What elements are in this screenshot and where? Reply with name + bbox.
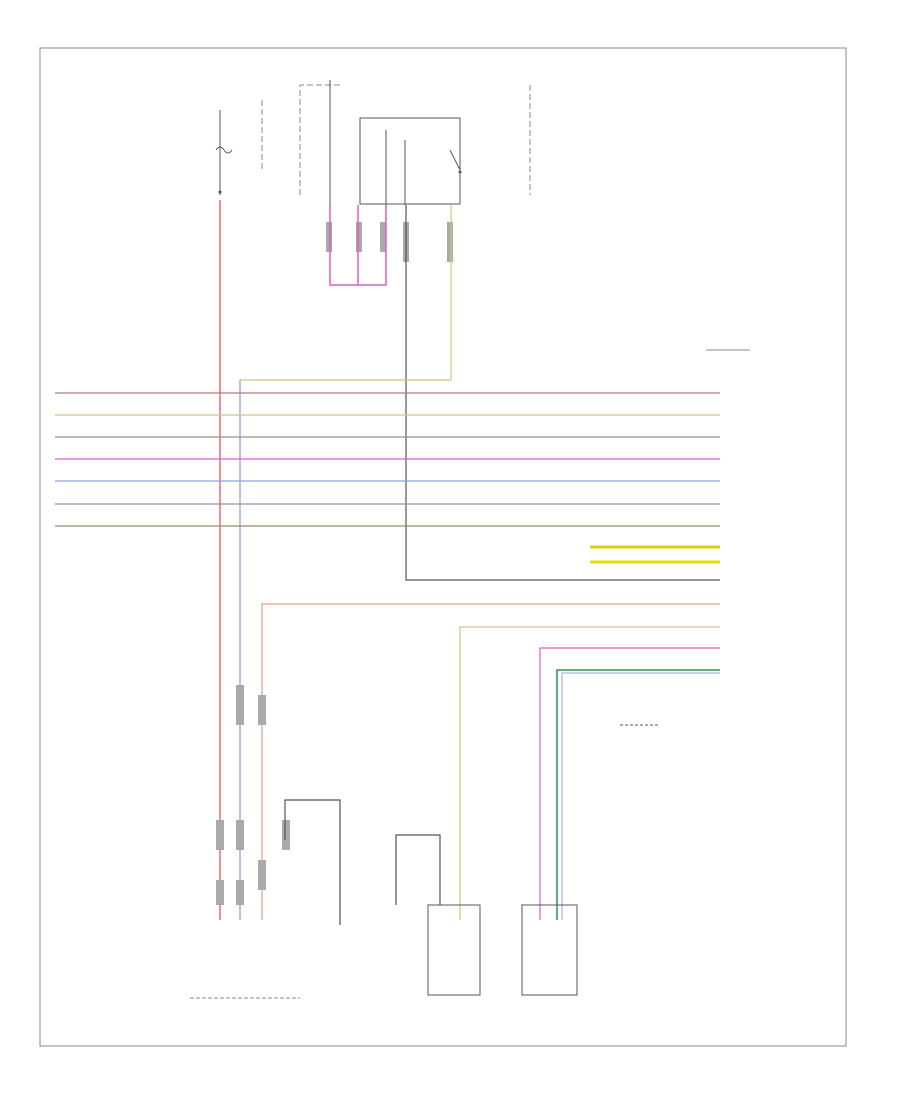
relay-connectors [326,222,453,262]
relay-box-top [299,80,531,205]
bottom-mid-loop [395,834,441,905]
bus-wires [55,392,720,527]
lower-connectors [216,685,290,905]
relay-wire-tan [239,205,452,920]
bottom-center-module [427,904,481,996]
relay-wire-black [405,205,720,581]
lower-signal-wires [261,545,720,920]
bottom-right-module [521,904,578,996]
bottom-left-loop [284,799,341,925]
diagram-frame [39,47,847,1047]
fuse-block-top-left [215,100,263,195]
